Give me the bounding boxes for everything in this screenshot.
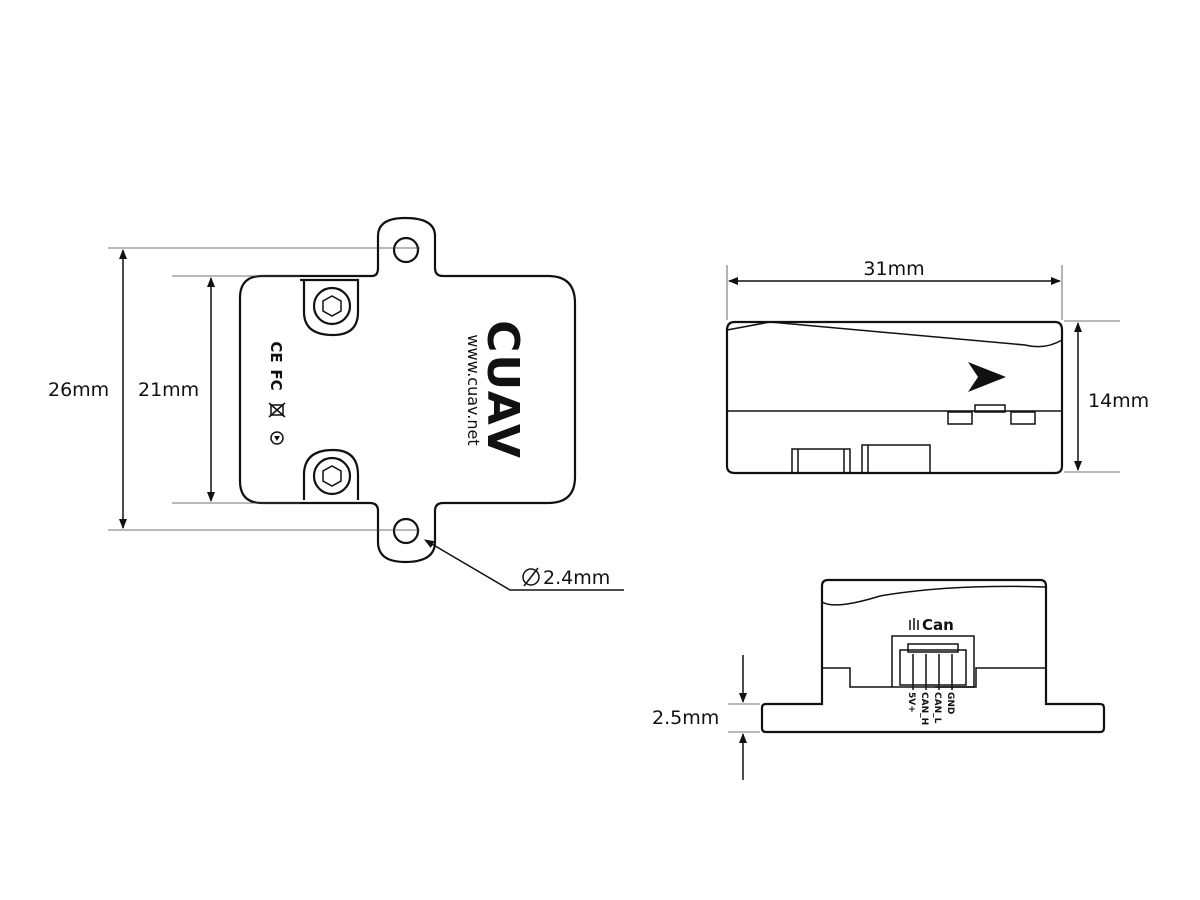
screw-pocket-bottom bbox=[302, 448, 360, 500]
side-clip bbox=[947, 411, 973, 425]
side-clip bbox=[1010, 411, 1036, 425]
dim-label-2-5mm: 2.5mm bbox=[652, 707, 719, 729]
side-tab bbox=[974, 404, 1006, 413]
weee-bin-icon bbox=[268, 402, 286, 418]
pin-label-can-l: CAN_L bbox=[932, 692, 942, 724]
can-connector-port bbox=[899, 649, 967, 686]
dim-label-hole: 2.4mm bbox=[543, 567, 610, 589]
mounting-hole-bottom bbox=[392, 517, 420, 545]
dim-label-26mm: 26mm bbox=[48, 379, 109, 401]
diameter-symbol-icon bbox=[522, 567, 540, 587]
side-connector-left bbox=[791, 448, 851, 473]
can-connector-latch bbox=[907, 643, 959, 653]
direction-arrow-icon bbox=[968, 362, 1006, 392]
dim-label-21mm: 21mm bbox=[138, 379, 199, 401]
recycle-icon bbox=[270, 431, 284, 445]
side-connector-right bbox=[861, 444, 931, 473]
can-connector-housing bbox=[891, 635, 975, 688]
screw-head-top bbox=[312, 286, 352, 326]
mounting-hole-top bbox=[392, 236, 420, 264]
pin-label-can-h: CAN_H bbox=[919, 692, 929, 725]
dim-leader-hole bbox=[424, 539, 624, 591]
front-view-lid-edge bbox=[821, 585, 1047, 606]
front-view-step bbox=[822, 667, 1046, 688]
top-view: CE FC www.cuav.net CUAV 26mm 21mm bbox=[48, 216, 624, 591]
screw-pocket-top bbox=[300, 278, 360, 337]
fc-mark: FC bbox=[267, 369, 285, 390]
hex-socket-icon bbox=[322, 295, 342, 317]
connector-settings-icon bbox=[909, 618, 919, 630]
front-view: Can 5V+ CAN_H CAN_L GND 2.5mm bbox=[652, 578, 1106, 780]
pin-label-gnd: GND bbox=[945, 692, 955, 714]
top-view-outline bbox=[238, 216, 577, 564]
side-view-lid-edge bbox=[726, 321, 1063, 348]
dim-label-14mm: 14mm bbox=[1088, 390, 1149, 412]
ce-mark: CE bbox=[267, 341, 285, 362]
side-view: 31mm 14mm bbox=[725, 258, 1149, 475]
pin-label-5v: 5V+ bbox=[906, 692, 916, 713]
side-view-outline bbox=[725, 320, 1064, 475]
connector-label: Can bbox=[922, 616, 954, 634]
front-view-outline bbox=[760, 578, 1106, 734]
website-text: www.cuav.net bbox=[464, 334, 483, 445]
dim-label-31mm: 31mm bbox=[863, 258, 924, 280]
brand-logo: CUAV bbox=[477, 320, 528, 460]
hex-socket-icon bbox=[322, 465, 342, 487]
screw-head-bottom bbox=[312, 456, 352, 496]
